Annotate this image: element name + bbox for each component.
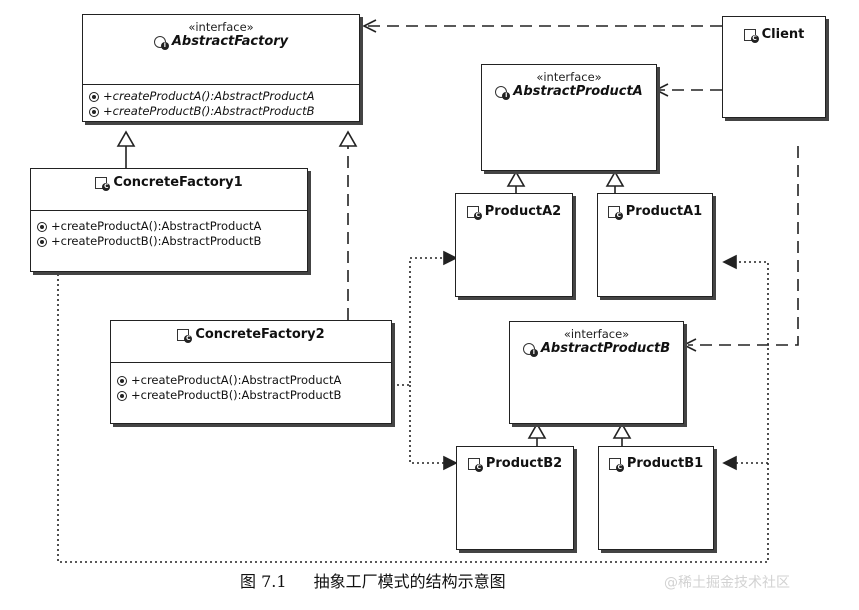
abstract-factory-class[interactable]: «interface» I AbstractFactory +createPro…	[82, 14, 360, 122]
product-a1-class[interactable]: C ProductA1	[597, 193, 713, 297]
class-divider	[111, 362, 391, 363]
product-b1-class[interactable]: C ProductB1	[598, 446, 714, 550]
client-class[interactable]: C Client	[722, 16, 826, 118]
product-b2-class[interactable]: C ProductB2	[456, 446, 574, 550]
inherit-arrow-b2	[527, 422, 547, 439]
operation-icon	[117, 375, 127, 386]
cf2-creates-product-a2-arrow	[443, 250, 458, 266]
operation-icon	[89, 106, 99, 117]
interface-icon: I	[153, 35, 169, 50]
operation-text: +createProductB():AbstractProductB	[131, 388, 342, 402]
class-title: I AbstractFactory	[153, 34, 289, 50]
class-title: C Client	[743, 27, 805, 43]
figure-caption: 图 7.1 抽象工厂模式的结构示意图	[240, 568, 506, 592]
operation-text: +createProductA():AbstractProductA	[51, 219, 262, 233]
class-title: I AbstractProductB	[522, 341, 671, 357]
class-title: C ProductA1	[607, 204, 703, 220]
stereotype-label: «interface»	[188, 20, 254, 34]
class-icon: C	[743, 28, 759, 43]
client-to-abstract-product-b	[688, 146, 799, 346]
stereotype-label: «interface»	[563, 327, 630, 341]
class-header: «interface» I AbstractProductB	[510, 322, 683, 360]
operation-row: +createProductA():AbstractProductA	[37, 219, 303, 234]
class-header: C ProductB2	[457, 447, 573, 475]
cf1-creates-product-b1-arrow	[722, 455, 737, 471]
class-name: ProductA1	[625, 204, 703, 219]
class-name: AbstractProductB	[540, 341, 671, 356]
class-name: Client	[761, 27, 805, 42]
operation-icon	[117, 390, 127, 401]
inherit-arrow-a2	[506, 170, 526, 187]
cf1-creates-product-a1-arrow	[722, 254, 737, 270]
realization-arrow-cf2	[338, 130, 358, 147]
product-a2-class[interactable]: C ProductA2	[455, 193, 573, 297]
class-title: C ConcreteFactory1	[95, 175, 243, 191]
inherit-arrow-b1	[612, 422, 632, 439]
abstract-product-b-class[interactable]: «interface» I AbstractProductB	[509, 321, 684, 424]
class-title: C ConcreteFactory2	[177, 327, 325, 343]
class-header: C ConcreteFactory1	[31, 169, 307, 194]
operation-row: +createProductB():AbstractProductB	[117, 388, 387, 403]
operation-text: +createProductA():AbstractProductA	[103, 89, 315, 103]
class-header: C ProductA1	[598, 194, 712, 223]
class-header: «interface» I AbstractFactory	[83, 15, 359, 53]
class-header: C ConcreteFactory2	[111, 321, 391, 346]
concrete-factory-2-class[interactable]: C ConcreteFactory2 +createProductA():Abs…	[110, 320, 392, 424]
class-icon: C	[607, 205, 623, 220]
cf2-creates-product-b2-arrow	[443, 455, 458, 471]
operations-list: +createProductA():AbstractProductA +crea…	[37, 219, 303, 249]
class-header: C Client	[723, 17, 825, 46]
operation-icon	[37, 221, 47, 232]
class-title: C ProductB1	[608, 456, 704, 472]
operation-text: +createProductA():AbstractProductA	[131, 373, 342, 387]
operation-row: +createProductA():AbstractProductA	[89, 89, 355, 104]
class-name: ConcreteFactory2	[195, 327, 325, 342]
interface-icon: I	[495, 85, 511, 100]
figure-number: 图 7.1	[240, 572, 287, 591]
class-header: C ProductA2	[456, 194, 572, 223]
realization-arrow-cf1	[116, 130, 136, 147]
class-name: ConcreteFactory1	[113, 175, 243, 190]
client-to-abstract-product-b-arrow	[682, 338, 697, 352]
abstract-product-a-class[interactable]: «interface» I AbstractProductA	[481, 64, 657, 171]
class-title: C ProductB2	[467, 456, 563, 472]
operation-row: +createProductB():AbstractProductB	[37, 234, 303, 249]
operation-icon	[37, 236, 47, 247]
operation-row: +createProductB():AbstractProductB	[89, 104, 355, 119]
operation-icon	[89, 91, 99, 102]
class-icon: C	[177, 328, 193, 343]
class-name: AbstractProductA	[513, 84, 643, 99]
stereotype-label: «interface»	[536, 70, 602, 84]
class-name: ProductA2	[484, 204, 562, 219]
class-title: C ProductA2	[466, 204, 562, 220]
class-divider	[83, 84, 359, 85]
concrete-factory-1-class[interactable]: C ConcreteFactory1 +createProductA():Abs…	[30, 168, 308, 272]
operations-list: +createProductA():AbstractProductA +crea…	[89, 89, 355, 119]
class-icon: C	[466, 205, 482, 220]
class-icon: C	[467, 457, 483, 472]
cf1-creates-products	[57, 261, 769, 563]
operations-list: +createProductA():AbstractProductA +crea…	[117, 373, 387, 403]
class-title: I AbstractProductA	[495, 84, 643, 100]
interface-icon: I	[522, 342, 538, 357]
cf2-creates-product-a2	[392, 257, 446, 386]
client-to-abstract-factory-arrow	[362, 19, 377, 33]
operation-text: +createProductB():AbstractProductB	[51, 234, 262, 248]
class-name: ProductB1	[626, 456, 704, 471]
figure-title: 抽象工厂模式的结构示意图	[313, 572, 506, 591]
class-icon: C	[608, 457, 624, 472]
class-divider	[31, 210, 307, 211]
operation-text: +createProductB():AbstractProductB	[103, 104, 315, 118]
watermark: @稀土掘金技术社区	[664, 575, 790, 591]
class-name: AbstractFactory	[171, 34, 289, 49]
class-name: ProductB2	[485, 456, 563, 471]
class-header: «interface» I AbstractProductA	[482, 65, 656, 103]
operation-row: +createProductA():AbstractProductA	[117, 373, 387, 388]
cf2-creates-product-b2	[409, 385, 446, 464]
class-icon: C	[95, 176, 111, 191]
class-header: C ProductB1	[599, 447, 713, 475]
inherit-arrow-a1	[605, 170, 625, 187]
